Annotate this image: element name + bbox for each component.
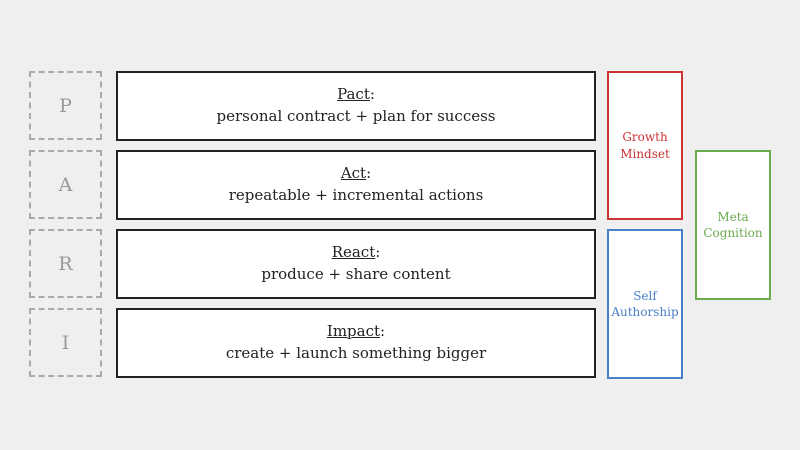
step-name: Pact	[337, 85, 370, 104]
step-box-pact: Pact: personal contract + plan for succe…	[116, 71, 596, 141]
step-name: React	[331, 243, 376, 262]
letter-label: I	[61, 331, 70, 354]
step-name: Act	[340, 164, 367, 183]
letter-box-a: A	[29, 150, 102, 219]
step-description: personal contract + plan for success	[216, 107, 496, 125]
step-box-act: Act: repeatable + incremental actions	[116, 150, 596, 220]
self-authorship-label: Self Authorship	[611, 288, 679, 319]
step-title: Impact:	[326, 322, 386, 341]
step-title: Pact:	[337, 85, 375, 104]
step-name: Impact	[326, 322, 381, 341]
letter-label: A	[58, 173, 73, 196]
step-description: repeatable + incremental actions	[228, 186, 484, 204]
letter-label: R	[58, 252, 73, 275]
letter-label: P	[59, 94, 72, 117]
letter-box-p: P	[29, 71, 102, 140]
self-authorship-box: Self Authorship	[607, 229, 683, 379]
step-title: Act:	[340, 164, 372, 183]
step-box-impact: Impact: create + launch something bigger	[116, 308, 596, 378]
letter-box-r: R	[29, 229, 102, 298]
growth-mindset-label: Growth Mindset	[620, 130, 670, 161]
letter-box-i: I	[29, 308, 102, 377]
meta-cognition-box: Meta Cognition	[695, 150, 771, 300]
meta-cognition-label: Meta Cognition	[703, 209, 763, 240]
step-description: produce + share content	[261, 265, 451, 283]
step-description: create + launch something bigger	[225, 344, 487, 362]
step-title: React:	[331, 243, 381, 262]
step-box-react: React: produce + share content	[116, 229, 596, 299]
growth-mindset-box: Growth Mindset	[607, 71, 683, 220]
